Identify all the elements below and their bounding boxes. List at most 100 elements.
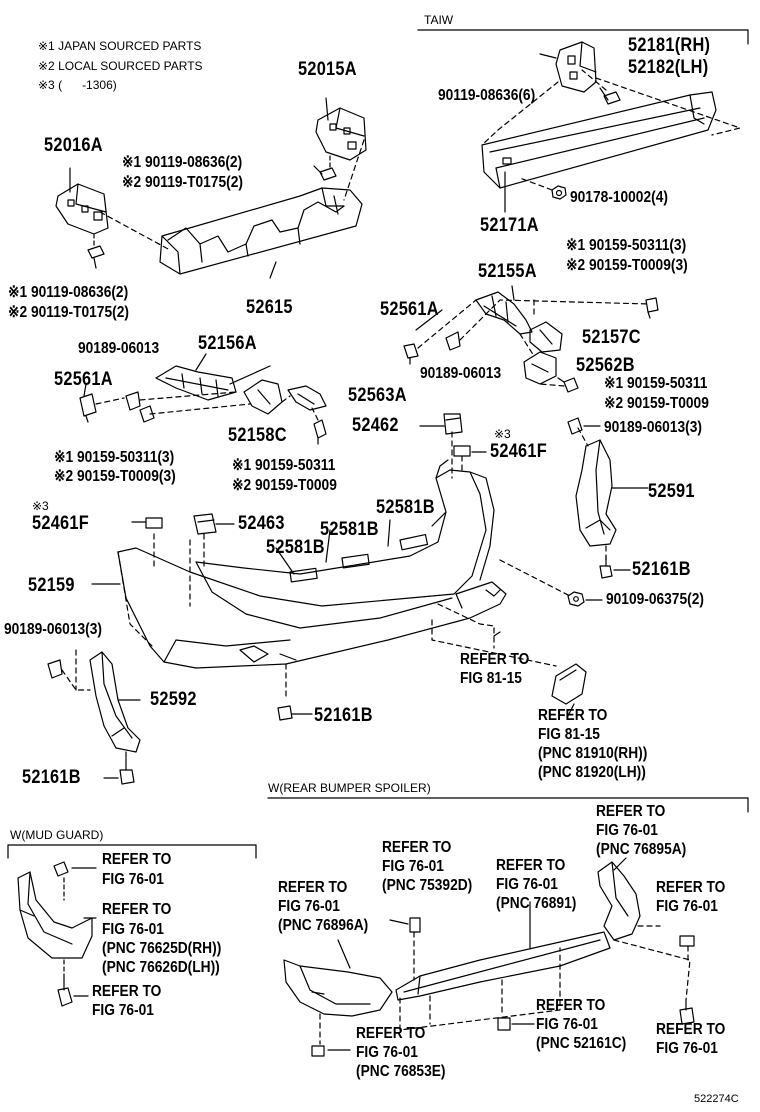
part-label-52463[interactable]: 52463 bbox=[238, 513, 285, 534]
clip-52561a-rh bbox=[403, 343, 419, 365]
bolt-90189-lh-lower bbox=[47, 659, 63, 679]
spoiler-refer-52161c-line1[interactable]: REFER TO bbox=[536, 997, 606, 1014]
spoiler-clip-75392d bbox=[409, 917, 421, 933]
part-label-90189-06013-3-rh[interactable]: 90189-06013(3) bbox=[604, 419, 702, 436]
part-label-52591[interactable]: 52591 bbox=[648, 481, 695, 502]
spoiler-refer-76896a-line2[interactable]: FIG 76-01 bbox=[278, 898, 340, 915]
reinforcement-bracket-part bbox=[555, 41, 597, 93]
part-label-52155a[interactable]: 52155A bbox=[478, 261, 537, 282]
spoiler-refer-76896a-line1[interactable]: REFER TO bbox=[278, 879, 348, 896]
part-label-52592[interactable]: 52592 bbox=[150, 689, 197, 710]
note-local-sourced: ※2 LOCAL SOURCED PARTS bbox=[38, 59, 203, 73]
spoiler-clip-right-bottom bbox=[679, 999, 695, 1025]
spoiler-refer-75392d-line2[interactable]: FIG 76-01 bbox=[382, 858, 444, 875]
part-label-90119-08636-lh[interactable]: ※1 90119-08636(2) bbox=[8, 284, 129, 301]
part-label-52615[interactable]: 52615 bbox=[246, 297, 293, 318]
mud-refer-3-line1[interactable]: REFER TO bbox=[92, 983, 162, 1000]
part-label-52181[interactable]: 52181(RH) bbox=[628, 35, 711, 56]
part-label-90159-t0009-3-lh[interactable]: ※2 90159-T0009(3) bbox=[54, 468, 176, 485]
part-label-52461f-rh[interactable]: 52461F bbox=[490, 441, 547, 462]
spoiler-refer-clip-rb-line1[interactable]: REFER TO bbox=[656, 1021, 726, 1038]
part-label-90159-t0009-rh[interactable]: ※2 90159-T0009 bbox=[604, 395, 709, 412]
refer-81-15-a-line1[interactable]: REFER TO bbox=[460, 651, 530, 668]
bolt-90159-rh-lower bbox=[557, 377, 579, 393]
part-label-52561a-rh[interactable]: 52561A bbox=[380, 299, 439, 320]
part-label-90159-t0009-mid[interactable]: ※2 90159-T0009 bbox=[232, 477, 337, 494]
mud-refer-2-line4: (PNC 76626D(LH)) bbox=[102, 959, 220, 976]
mud-refer-2-line2[interactable]: FIG 76-01 bbox=[102, 921, 164, 938]
bolt-90119-lh bbox=[87, 245, 105, 269]
mud-refer-1-line2[interactable]: FIG 76-01 bbox=[102, 871, 164, 888]
spoiler-refer-52161c-line2[interactable]: FIG 76-01 bbox=[536, 1016, 598, 1033]
part-label-52157c[interactable]: 52157C bbox=[582, 327, 641, 348]
spoiler-center-part bbox=[395, 931, 611, 1001]
mud-refer-3-line2[interactable]: FIG 76-01 bbox=[92, 1002, 154, 1019]
part-label-52182[interactable]: 52182(LH) bbox=[628, 57, 709, 78]
part-label-90159-t0009-3-rh[interactable]: ※2 90159-T0009(3) bbox=[566, 257, 688, 274]
bolt-90109 bbox=[567, 591, 585, 607]
part-label-52015a[interactable]: 52015A bbox=[298, 59, 357, 80]
part-label-52016a[interactable]: 52016A bbox=[44, 135, 103, 156]
side-retainer-lh-part bbox=[155, 365, 237, 401]
part-label-90159-50311-3-lh[interactable]: ※1 90159-50311(3) bbox=[54, 449, 175, 466]
clip-52561a-lh bbox=[79, 393, 97, 423]
mud-refer-2-line1[interactable]: REFER TO bbox=[102, 901, 172, 918]
refer-81-15-a-line2[interactable]: FIG 81-15 bbox=[460, 670, 522, 687]
part-label-52461f-lh[interactable]: 52461F bbox=[32, 513, 89, 534]
part-label-52161b-lh[interactable]: 52161B bbox=[22, 767, 81, 788]
absorber-bracket-lh-part bbox=[55, 167, 109, 235]
spoiler-refer-clip-rb-line2[interactable]: FIG 76-01 bbox=[656, 1040, 718, 1057]
bolt-90159-rh-upper bbox=[645, 297, 659, 319]
part-label-90189-06013-lh[interactable]: 90189-06013 bbox=[78, 340, 160, 357]
spoiler-clip-76853e bbox=[311, 1045, 325, 1057]
part-label-52171a[interactable]: 52171A bbox=[480, 215, 539, 236]
part-label-52562b[interactable]: 52562B bbox=[576, 355, 635, 376]
spoiler-refer-76891-line2[interactable]: FIG 76-01 bbox=[496, 876, 558, 893]
spoiler-refer-76891-line3: (PNC 76891) bbox=[496, 895, 577, 912]
part-label-52563a[interactable]: 52563A bbox=[348, 385, 407, 406]
clip-52161b-lh bbox=[119, 757, 135, 785]
refer-81-15-b-line2[interactable]: FIG 81-15 bbox=[538, 726, 600, 743]
spoiler-refer-76853e-line1[interactable]: REFER TO bbox=[356, 1025, 426, 1042]
part-label-52161b-rh[interactable]: 52161B bbox=[632, 559, 691, 580]
part-label-90119-08636-6[interactable]: 90119-08636(6) bbox=[438, 87, 536, 104]
spoiler-refer-clip-r-line2[interactable]: FIG 76-01 bbox=[656, 898, 718, 915]
part-label-90119-t0175-lh[interactable]: ※2 90119-T0175(2) bbox=[8, 304, 129, 321]
part-label-52581b-3[interactable]: 52581B bbox=[266, 537, 325, 558]
part-label-90178-10002[interactable]: 90178-10002(4) bbox=[570, 189, 668, 206]
part-label-90189-06013-3-lh[interactable]: 90189-06013(3) bbox=[4, 621, 102, 638]
part-label-52158c[interactable]: 52158C bbox=[228, 425, 287, 446]
part-label-90159-50311-mid[interactable]: ※1 90159-50311 bbox=[232, 457, 336, 474]
part-label-90119-08636-rh[interactable]: ※1 90119-08636(2) bbox=[122, 154, 243, 171]
note-marker-3-lh: ※3 bbox=[32, 499, 49, 513]
part-label-52561a-lh[interactable]: 52561A bbox=[54, 369, 113, 390]
spoiler-refer-clip-r-line1[interactable]: REFER TO bbox=[656, 879, 726, 896]
absorber-bracket-rh-part bbox=[315, 97, 367, 161]
part-label-90159-50311-rh[interactable]: ※1 90159-50311 bbox=[604, 375, 708, 392]
spoiler-refer-76853e-line2[interactable]: FIG 76-01 bbox=[356, 1044, 418, 1061]
part-label-90119-t0175-rh[interactable]: ※2 90119-T0175(2) bbox=[122, 174, 243, 191]
spacer-52563a-part bbox=[287, 385, 327, 411]
part-label-52581b-2[interactable]: 52581B bbox=[320, 519, 379, 540]
part-label-52159[interactable]: 52159 bbox=[28, 575, 75, 596]
spoiler-refer-76891-line1[interactable]: REFER TO bbox=[496, 857, 566, 874]
taiw-frame bbox=[417, 29, 749, 45]
part-label-90109-06375[interactable]: 90109-06375(2) bbox=[606, 591, 704, 608]
spoiler-right-part bbox=[597, 861, 641, 941]
refer-81-15-b-line1[interactable]: REFER TO bbox=[538, 707, 608, 724]
block-52463 bbox=[193, 513, 217, 535]
spoiler-refer-76895a-line1[interactable]: REFER TO bbox=[596, 803, 666, 820]
part-label-90189-06013-rh[interactable]: 90189-06013 bbox=[420, 365, 502, 382]
bolt-90189-rh-lower bbox=[567, 417, 583, 435]
bumper-reinforcement-part bbox=[481, 91, 717, 189]
part-label-52161b-mid[interactable]: 52161B bbox=[314, 705, 373, 726]
spoiler-refer-76895a-line2[interactable]: FIG 76-01 bbox=[596, 822, 658, 839]
spoiler-refer-75392d-line1[interactable]: REFER TO bbox=[382, 839, 452, 856]
part-label-90159-50311-3-rh[interactable]: ※1 90159-50311(3) bbox=[566, 237, 687, 254]
part-label-52581b-1[interactable]: 52581B bbox=[376, 497, 435, 518]
mud-refer-1-line1[interactable]: REFER TO bbox=[102, 851, 172, 868]
retainer-52158c-part bbox=[243, 379, 283, 415]
part-label-52462[interactable]: 52462 bbox=[352, 415, 399, 436]
spoiler-left-part bbox=[283, 959, 393, 1017]
part-label-52156a[interactable]: 52156A bbox=[198, 333, 257, 354]
